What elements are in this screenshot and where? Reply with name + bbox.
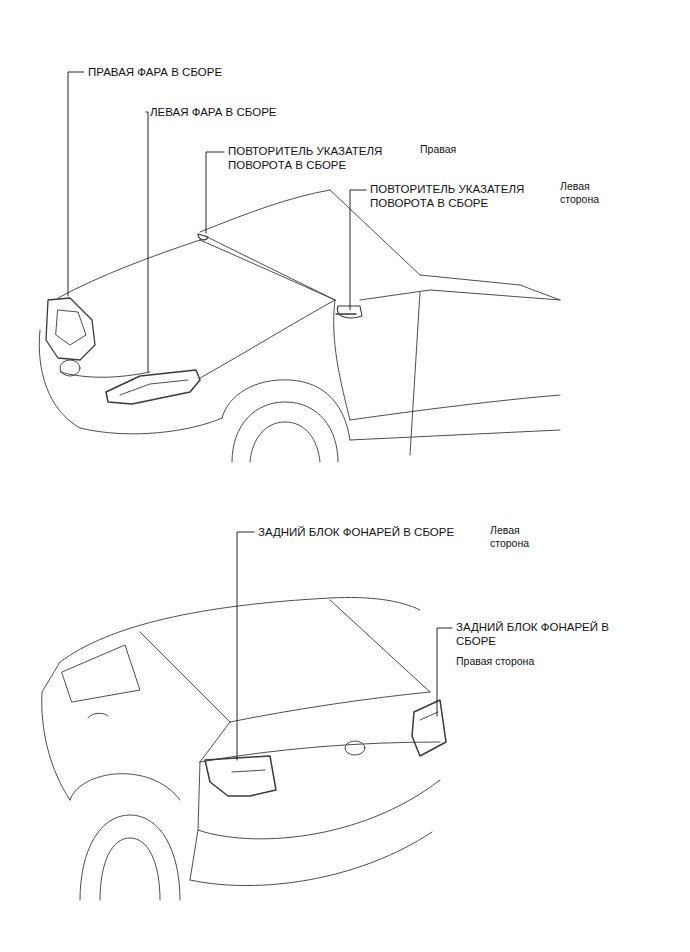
right-headlight-inner	[56, 310, 86, 345]
right-tail-light	[412, 700, 446, 756]
hood-side	[200, 300, 335, 378]
front-bumper	[39, 330, 222, 434]
rear-wheel-rim	[100, 838, 160, 900]
windshield-edge	[205, 236, 335, 300]
wheel-rim	[250, 422, 320, 462]
side-note: Правая	[420, 143, 456, 156]
side-crease	[350, 395, 560, 420]
left-tail-light	[205, 756, 276, 796]
sill	[350, 430, 560, 440]
part-name: ЛЕВАЯ ФАРА В СБОРЕ	[150, 105, 276, 119]
hood-edge	[58, 240, 200, 298]
leader-line	[68, 72, 84, 296]
roof-line	[200, 190, 330, 232]
rear-window-base	[230, 692, 430, 722]
wheel	[232, 402, 338, 462]
side-note: Правая сторона	[456, 655, 534, 668]
right-headlight	[46, 298, 95, 360]
part-name: ЗАДНИЙ БЛОК ФОНАРЕЙ В СБОРЕ	[258, 525, 454, 539]
right-turn-repeater	[198, 234, 208, 240]
rear-wheel	[80, 815, 180, 900]
cowl-line	[200, 240, 335, 300]
emblem	[345, 741, 365, 755]
trunk-side	[200, 722, 230, 762]
emblem	[60, 360, 80, 376]
left-turn-repeater	[336, 313, 356, 314]
leader-line	[206, 152, 224, 233]
rear-bumper	[190, 832, 432, 886]
side-note: Левая сторона	[490, 524, 550, 550]
bumper-side	[190, 830, 198, 880]
left-headlight-inner	[120, 380, 188, 395]
door-line	[410, 292, 420, 455]
beltline	[360, 290, 560, 300]
part-name: ЗАДНИЙ БЛОК ФОНАРЕЙ В СБОРЕ	[456, 620, 646, 649]
right-tail-light-inner	[420, 712, 438, 720]
part-name: ПОВТОРИТЕЛЬ УКАЗАТЕЛЯ ПОВОРОТА В СБОРЕ	[228, 144, 416, 173]
grille	[60, 372, 150, 377]
rear-face	[198, 762, 440, 839]
leader-lines	[68, 72, 452, 760]
left-headlight	[106, 370, 200, 404]
wheel-arch	[70, 774, 180, 800]
part-name: ПРАВАЯ ФАРА В СБОРЕ	[88, 65, 222, 79]
leader-line	[237, 532, 254, 760]
door-handle	[88, 713, 108, 718]
leader-line	[350, 190, 366, 310]
c-pillar	[140, 632, 230, 722]
wheel-arch	[222, 380, 350, 440]
left-tail-light-inner	[232, 770, 265, 772]
roof-line	[60, 598, 420, 663]
side-note: Левая сторона	[560, 180, 622, 206]
leader-line	[437, 628, 452, 716]
side-window	[62, 645, 140, 702]
side-window-top	[420, 275, 560, 300]
part-name: ПОВТОРИТЕЛЬ УКАЗАТЕЛЯ ПОВОРОТА В СБОРЕ	[370, 182, 556, 211]
trunk-edge	[200, 742, 440, 762]
c-pillar-right	[330, 600, 430, 692]
leader-line	[146, 112, 148, 372]
